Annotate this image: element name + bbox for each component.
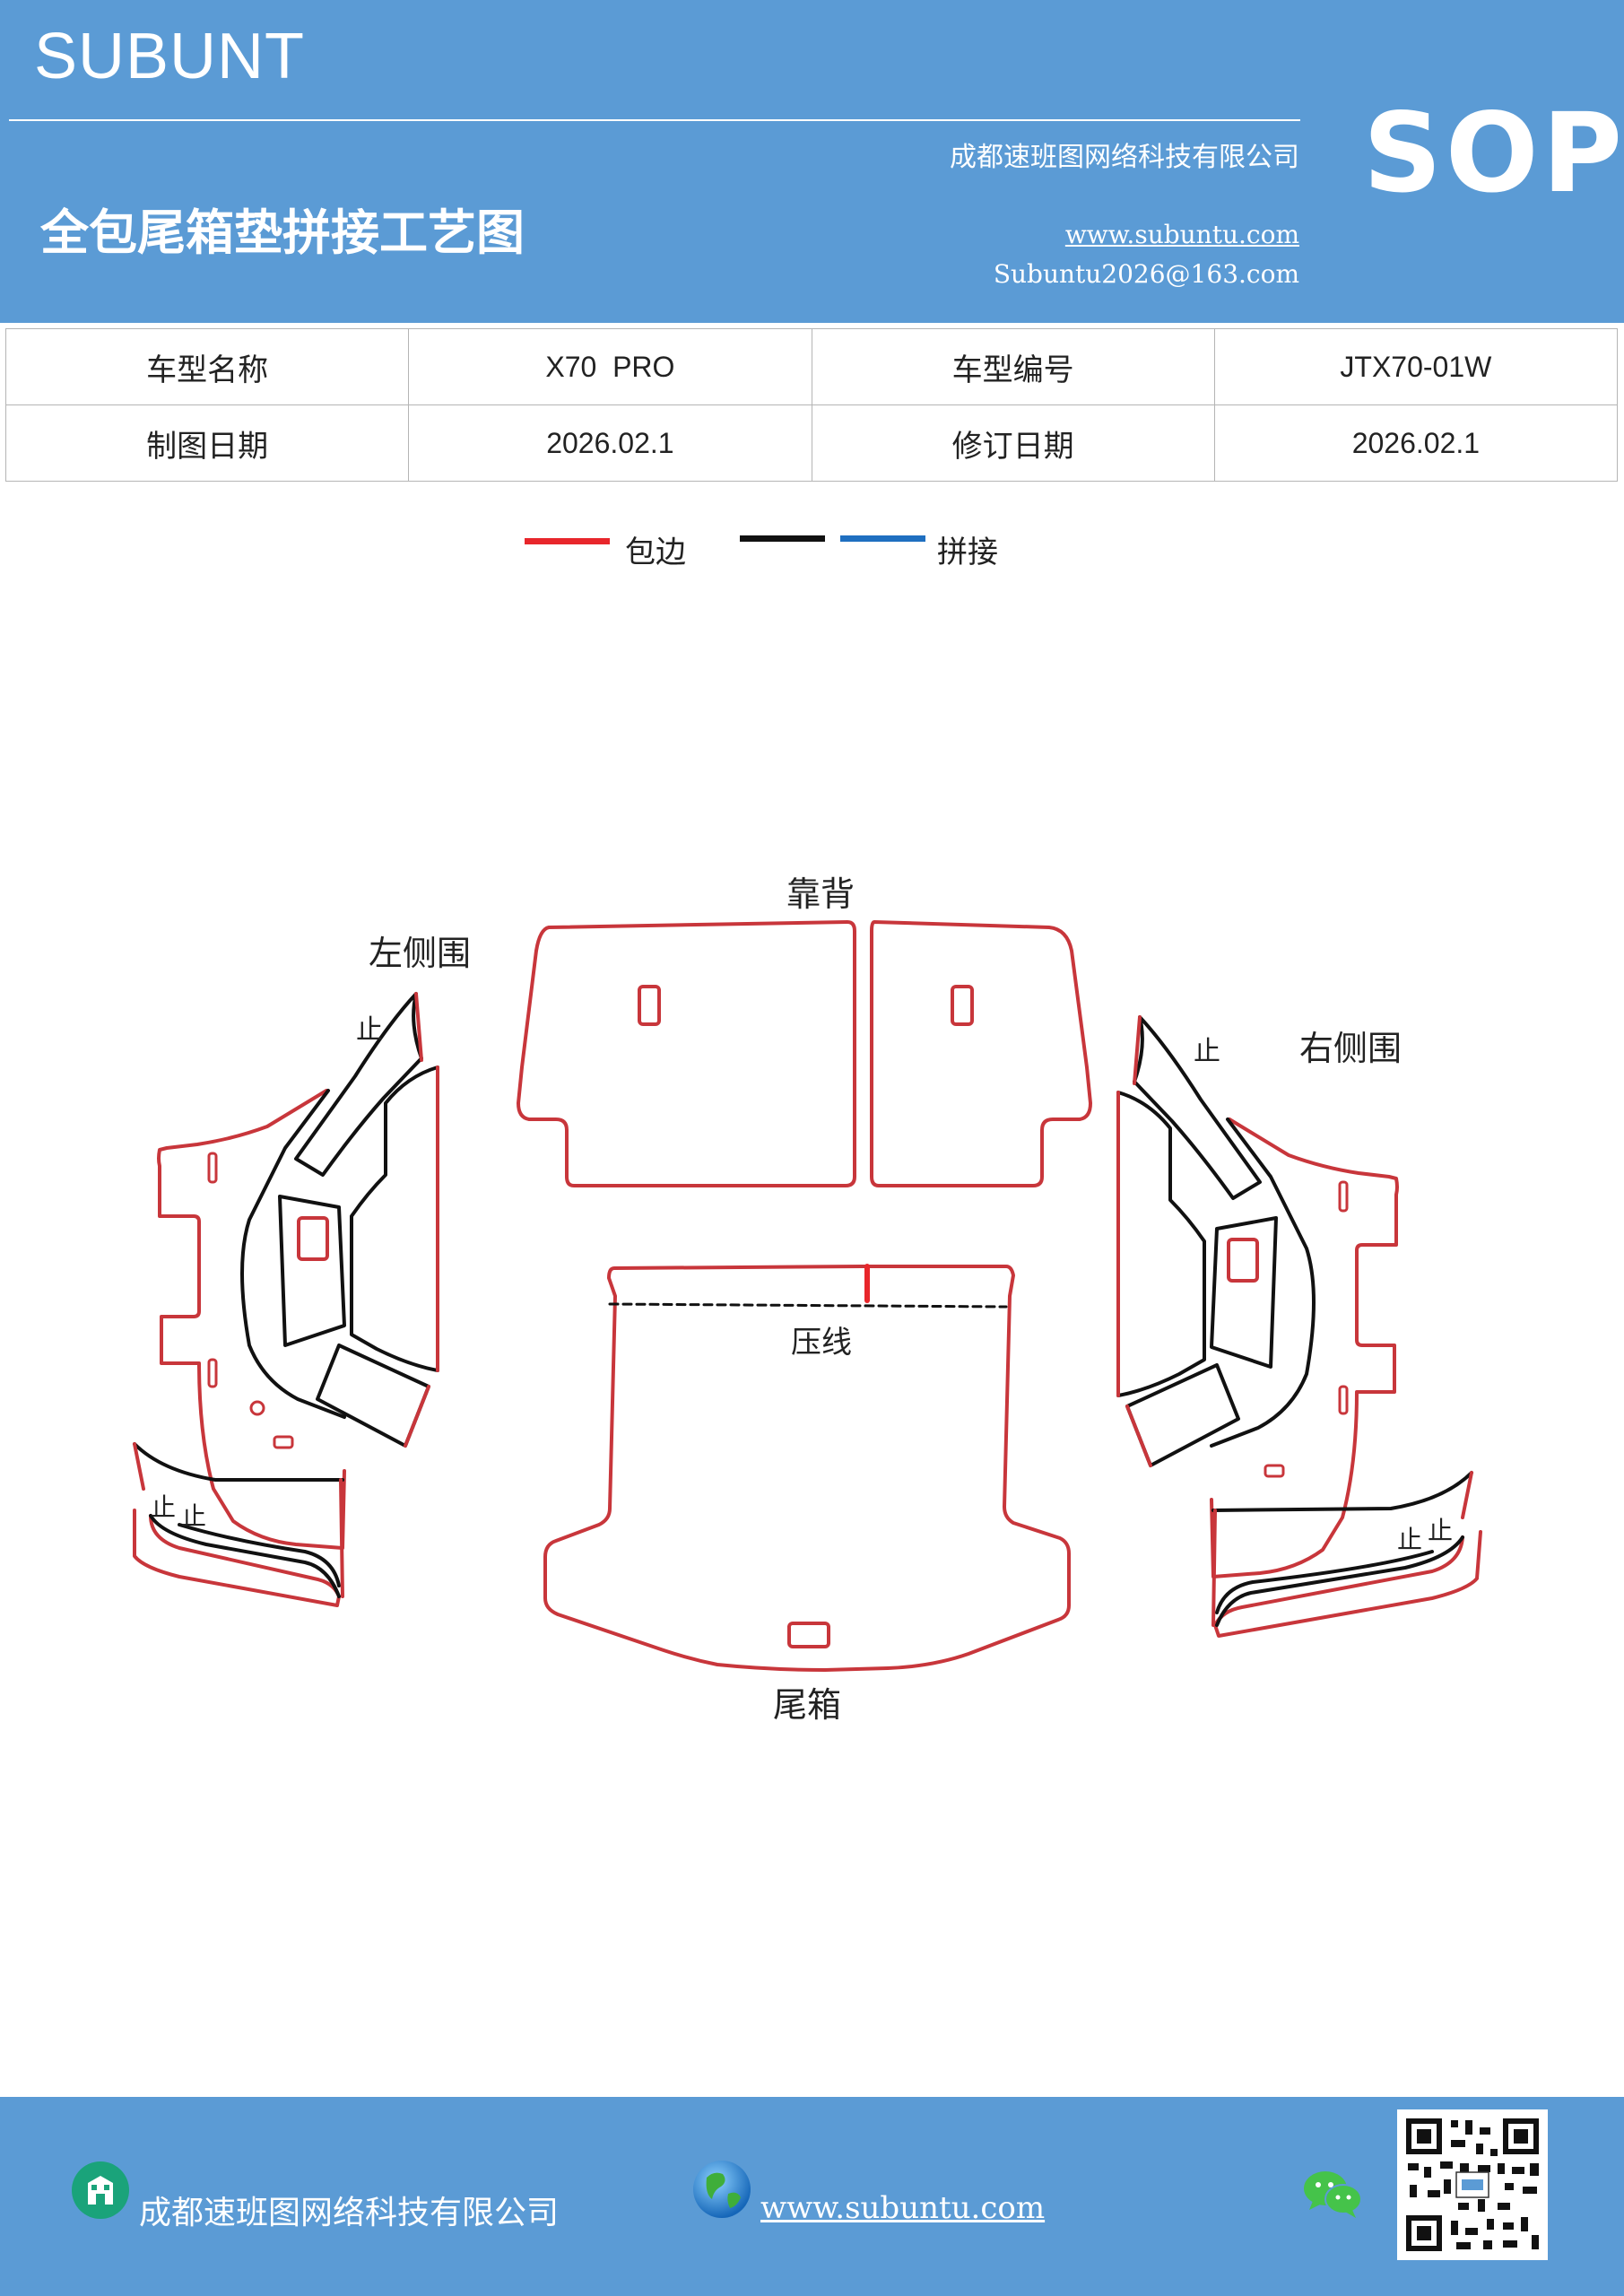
footer-company-name: 成都速班图网络科技有限公司	[139, 2195, 560, 2231]
footer-website-link[interactable]: www.subuntu.com	[760, 2190, 1046, 2226]
label-stop: 止	[151, 1492, 176, 1522]
label-stop: 止	[356, 1014, 383, 1046]
left-side-slot-3	[273, 1435, 294, 1449]
legend: 包边 拼接	[0, 520, 1624, 574]
backrest-left-panel	[517, 920, 856, 1187]
footer-banner: 成都速班图网络科技有限公司 www.subuntu.com	[0, 2097, 1624, 2296]
right-strip-1-edge	[1461, 1471, 1473, 1519]
left-strip-2-seam	[149, 1514, 341, 1598]
wechat-icon	[1304, 2171, 1362, 2218]
legend-red-line	[525, 538, 610, 544]
globe-icon	[693, 2161, 751, 2218]
legend-black-line	[740, 535, 825, 542]
crease-line	[608, 1302, 1008, 1309]
table-label: 车型名称	[4, 328, 410, 405]
header-divider	[9, 119, 1300, 121]
left-side-outline	[157, 1089, 346, 1550]
right-window-piece	[1210, 1216, 1278, 1369]
left-strip-1-edge	[133, 1442, 145, 1491]
label-stop: 止	[1194, 1036, 1220, 1067]
website-link[interactable]: www.subuntu.com	[1064, 220, 1299, 249]
left-pillar-outer	[350, 1065, 439, 1372]
right-strip-1	[1211, 1471, 1473, 1512]
table-value: JTX70-01W	[1213, 328, 1619, 405]
table-label: 制图日期	[4, 404, 410, 482]
label-left-panel: 左侧围	[369, 934, 471, 973]
legend-blue-label: 拼接	[937, 535, 998, 570]
qr-code[interactable]	[1397, 2109, 1548, 2260]
model-info-table: 车型名称 X70 PRO 车型编号 JTX70-01W 制图日期 2026.02…	[4, 328, 1619, 482]
right-upper-piece	[1133, 1015, 1262, 1200]
mat-diagram: 靠背 左侧围 右侧围 压线 尾箱 止 止 止 止 止 止	[133, 874, 1482, 1725]
right-side-slot-1	[1338, 1180, 1349, 1213]
left-side-seam-main	[240, 1089, 346, 1419]
right-side-seam-main	[1210, 1118, 1316, 1448]
table-row: 制图日期 2026.02.1 修订日期 2026.02.1	[4, 404, 1619, 482]
company-name: 成都速班图网络科技有限公司	[950, 142, 1299, 173]
label-backrest: 靠背	[786, 874, 855, 914]
sop-badge: SOP	[1363, 90, 1624, 217]
backrest-right-slot	[951, 985, 974, 1026]
trunk-floor-panel	[543, 1265, 1071, 1672]
table-label: 修订日期	[811, 404, 1215, 482]
building-icon	[72, 2161, 129, 2219]
left-strip-right	[339, 1478, 344, 1598]
right-strip-right	[1211, 1509, 1217, 1627]
right-side-slot-3	[1264, 1464, 1285, 1478]
legend-red-label: 包边	[625, 535, 686, 570]
table-value: X70 PRO	[408, 328, 812, 405]
table-label: 车型编号	[811, 328, 1215, 405]
legend-blue-line	[840, 535, 925, 542]
label-right-panel: 右侧围	[1299, 1029, 1402, 1068]
table-row: 车型名称 X70 PRO 车型编号 JTX70-01W	[4, 328, 1619, 405]
backrest-left-slot	[638, 985, 661, 1026]
label-stop: 止	[1428, 1516, 1453, 1545]
label-stop: 止	[1397, 1525, 1422, 1554]
right-pillar-outer	[1116, 1091, 1206, 1397]
right-window-slot	[1227, 1238, 1259, 1283]
label-stop: 止	[181, 1501, 206, 1531]
left-upper-tip	[414, 992, 423, 1062]
right-strip-3	[1215, 1550, 1434, 1614]
trunk-handle-slot	[787, 1622, 830, 1648]
brand-name: SUBUNT	[34, 21, 306, 92]
left-window-slot	[297, 1216, 329, 1261]
label-trunk: 尾箱	[773, 1685, 841, 1725]
email-address: Subuntu2026@163.com	[993, 259, 1299, 289]
left-side-hole	[249, 1400, 265, 1416]
header-banner: SUBUNT 成都速班图网络科技有限公司 全包尾箱垫拼接工艺图 www.subu…	[0, 0, 1624, 323]
table-value: 2026.02.1	[1213, 404, 1619, 482]
right-strip-2	[1213, 1530, 1482, 1638]
label-crease: 压线	[791, 1325, 852, 1361]
left-strip-3	[178, 1523, 341, 1587]
document-title: 全包尾箱垫拼接工艺图	[40, 204, 525, 261]
left-window-piece	[278, 1195, 346, 1347]
left-upper-piece	[294, 992, 423, 1177]
right-upper-tip	[1133, 1015, 1142, 1085]
left-side-slot-2	[207, 1358, 218, 1388]
left-side-slot-1	[207, 1152, 218, 1184]
right-side-slot-2	[1338, 1385, 1349, 1415]
right-side-outline	[1210, 1118, 1399, 1578]
right-lower-piece-edge	[1125, 1405, 1152, 1467]
table-value: 2026.02.1	[408, 404, 812, 482]
backrest-right-panel	[870, 920, 1092, 1187]
right-strip-2-seam	[1215, 1535, 1464, 1627]
left-strip-1	[133, 1442, 344, 1482]
left-lower-piece-edge	[404, 1385, 430, 1448]
